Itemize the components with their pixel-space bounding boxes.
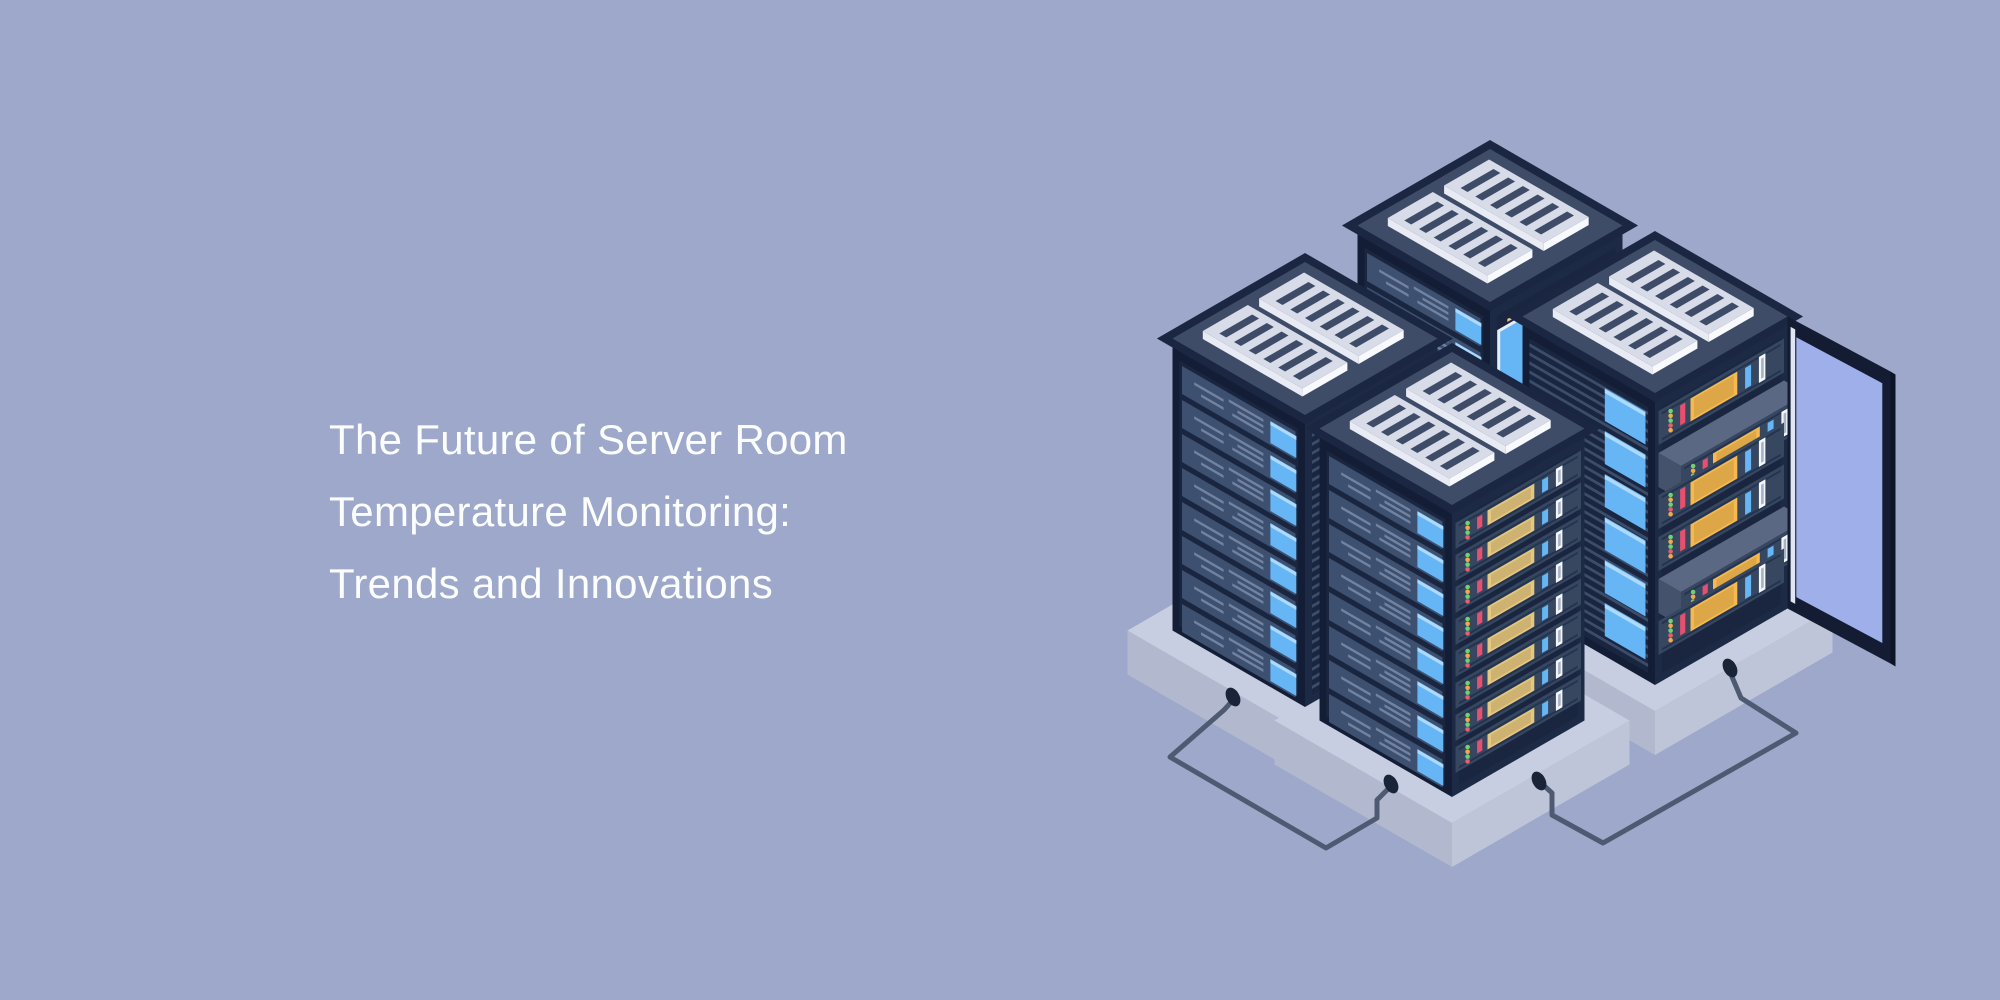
title-line-3: Trends and Innovations [329, 560, 773, 607]
title-line-1: The Future of Server Room [329, 416, 848, 463]
page-title: The Future of Server Room Temperature Mo… [329, 404, 1029, 620]
server-rack-front [1303, 343, 1601, 797]
title-line-2: Temperature Monitoring: [329, 488, 792, 535]
server-rack-right [1506, 231, 1896, 685]
cable-connectors [1225, 658, 1738, 794]
vent-grille [1202, 272, 1404, 397]
vent-grille [1387, 159, 1589, 284]
vent-grille [1349, 362, 1551, 487]
vent-grille [1552, 250, 1754, 375]
network-cables [1167, 669, 1799, 851]
rack-door-open [1787, 316, 1896, 667]
